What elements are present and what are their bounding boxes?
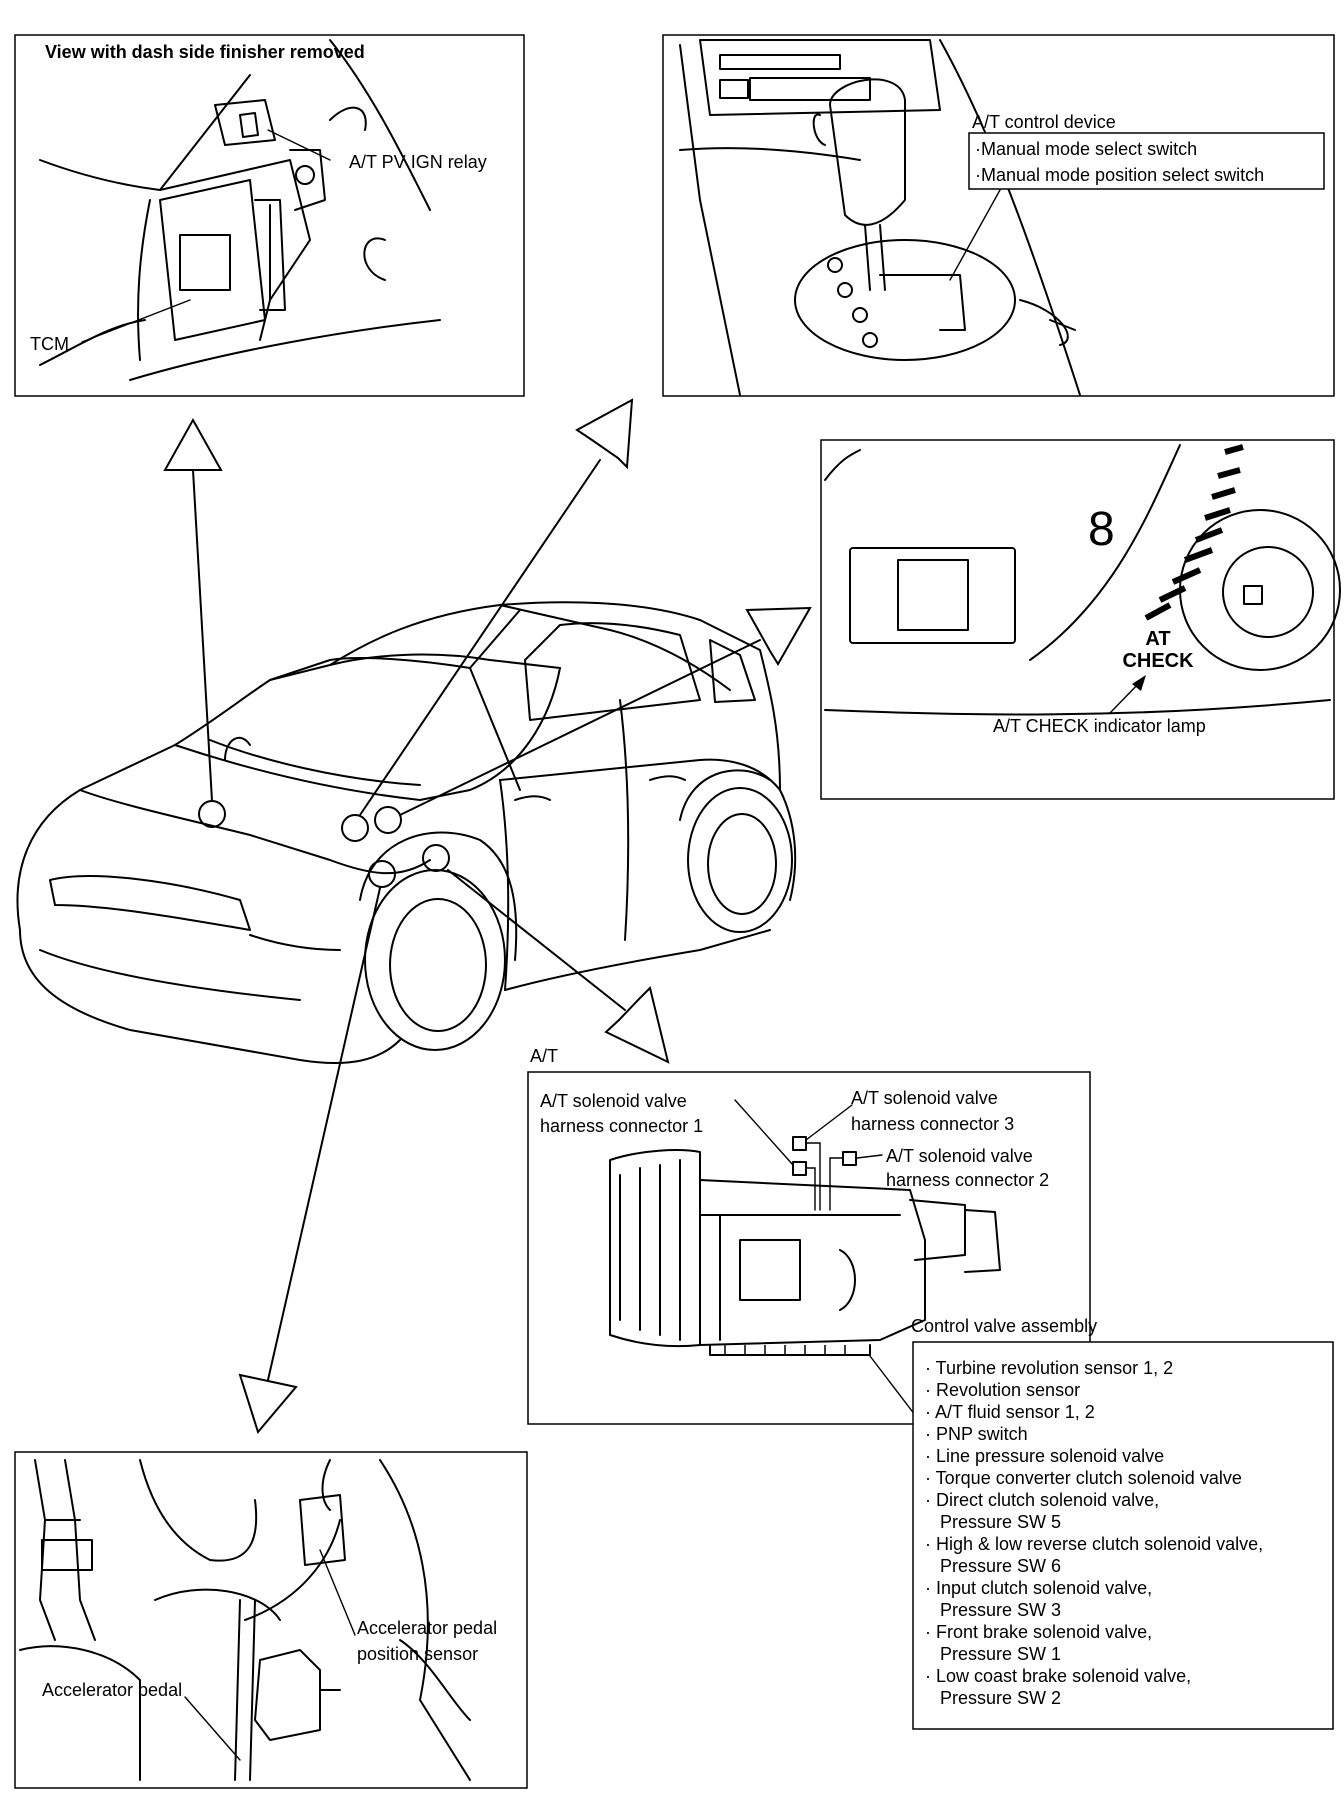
cva-item: Pressure SW 6 bbox=[925, 1556, 1061, 1576]
shifter-panel: A/T control device ·Manual mode select s… bbox=[662, 34, 1335, 397]
control-valve-list-box bbox=[912, 1341, 1334, 1730]
connector-1-label-line2: harness connector 1 bbox=[540, 1116, 703, 1136]
arrow-to-transmission bbox=[604, 986, 670, 1064]
pedal-panel: Accelerator pedal position sensor Accele… bbox=[14, 1451, 528, 1789]
meter-panel: 8 AT CHECK A/T CHECK indicator lamp bbox=[820, 439, 1341, 800]
location-marker-transmission bbox=[422, 844, 450, 872]
pedal-sensor-label-line2: position sensor bbox=[357, 1644, 478, 1664]
shifter-item-manual-select: ·Manual mode select switch bbox=[975, 139, 1197, 159]
cva-item: Pressure SW 2 bbox=[925, 1688, 1061, 1708]
cva-item: · High & low reverse clutch solenoid val… bbox=[925, 1534, 1263, 1554]
location-marker-tcm bbox=[198, 800, 226, 828]
location-marker-pedal bbox=[368, 860, 396, 888]
cva-item: · Line pressure solenoid valve bbox=[925, 1446, 1164, 1466]
connector-3-label-line2: harness connector 3 bbox=[851, 1114, 1014, 1134]
cva-item: Pressure SW 5 bbox=[925, 1512, 1061, 1532]
transmission-section-label: A/T bbox=[530, 1046, 558, 1066]
at-check-lamp-line1: AT bbox=[1145, 628, 1170, 650]
shifter-item-position-select: ·Manual mode position select switch bbox=[975, 165, 1264, 185]
cva-item: · Torque converter clutch solenoid valve bbox=[925, 1468, 1242, 1488]
location-marker-shifter bbox=[341, 814, 369, 842]
connector-2-label-line1: A/T solenoid valve bbox=[886, 1146, 1033, 1166]
cva-item: · Low coast brake solenoid valve, bbox=[925, 1666, 1191, 1686]
control-valve-assembly-label: Control valve assembly bbox=[911, 1316, 1097, 1336]
shifter-title: A/T control device bbox=[972, 112, 1116, 132]
connector-3-label-line1: A/T solenoid valve bbox=[851, 1088, 998, 1108]
vehicle-illustration bbox=[16, 601, 797, 1065]
cva-item: · Input clutch solenoid valve, bbox=[925, 1578, 1152, 1598]
transmission-panel: A/T bbox=[527, 1046, 1334, 1730]
tcm-panel: View with dash side finisher removed A/T… bbox=[14, 34, 525, 397]
cva-item: · Turbine revolution sensor 1, 2 bbox=[925, 1358, 1173, 1378]
relay-label: A/T PV IGN relay bbox=[349, 152, 487, 172]
cva-item: Pressure SW 1 bbox=[925, 1644, 1061, 1664]
connector-1-label-line1: A/T solenoid valve bbox=[540, 1091, 687, 1111]
pedal-sensor-label-line1: Accelerator pedal bbox=[357, 1618, 497, 1638]
meter-digit: 8 bbox=[1088, 503, 1115, 556]
cva-item: · Front brake solenoid valve, bbox=[925, 1622, 1152, 1642]
cva-item: · A/T fluid sensor 1, 2 bbox=[925, 1402, 1095, 1422]
arrow-to-shifter bbox=[575, 398, 634, 470]
at-check-lamp-line2: CHECK bbox=[1122, 650, 1194, 672]
tcm-label: TCM bbox=[30, 334, 69, 354]
accelerator-pedal-label: Accelerator pedal bbox=[42, 1680, 182, 1700]
location-marker-meter bbox=[374, 806, 402, 834]
control-valve-item-list: · Turbine revolution sensor 1, 2 · Revol… bbox=[925, 1358, 1263, 1708]
cva-item: · Revolution sensor bbox=[925, 1380, 1080, 1400]
arrow-to-pedal bbox=[238, 1373, 298, 1435]
arrow-to-meter bbox=[745, 606, 812, 666]
tachometer-ticks bbox=[1144, 444, 1244, 621]
at-check-lamp-label: A/T CHECK indicator lamp bbox=[993, 716, 1206, 736]
cva-item: · PNP switch bbox=[925, 1424, 1028, 1444]
cva-item: Pressure SW 3 bbox=[925, 1600, 1061, 1620]
arrow-to-tcm bbox=[163, 417, 223, 471]
tcm-panel-caption: View with dash side finisher removed bbox=[45, 42, 365, 62]
cva-item: · Direct clutch solenoid valve, bbox=[925, 1490, 1159, 1510]
connector-2-label-line2: harness connector 2 bbox=[886, 1170, 1049, 1190]
leader-arrows bbox=[163, 398, 812, 1435]
